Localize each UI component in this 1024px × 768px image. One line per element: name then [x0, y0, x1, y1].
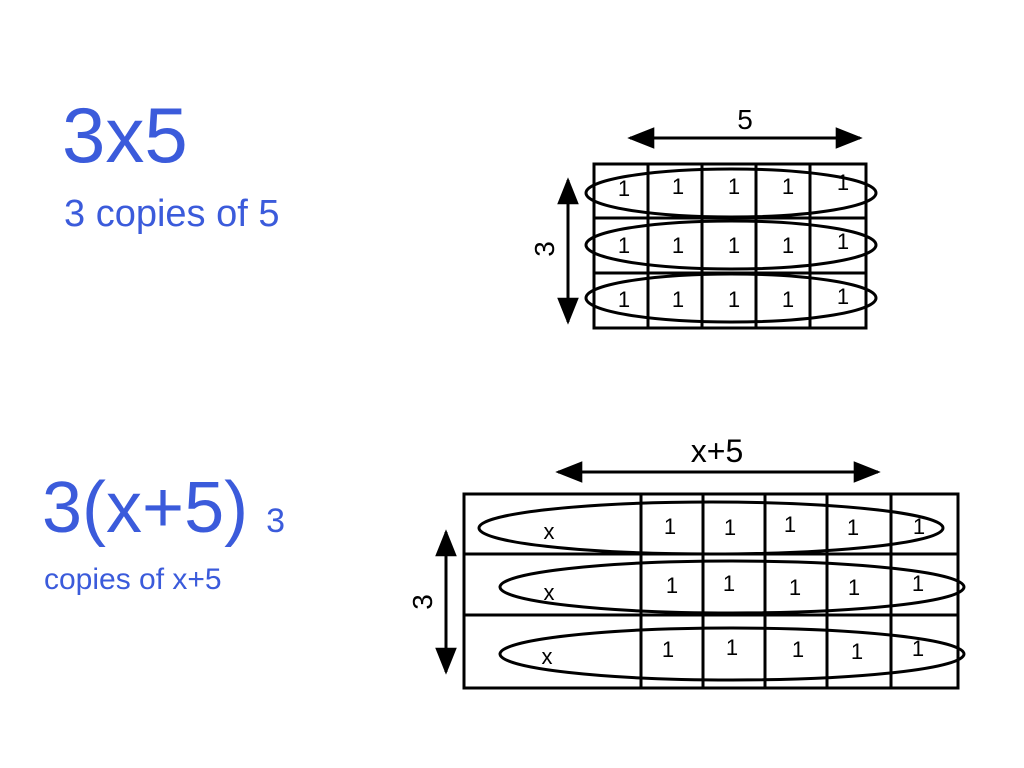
- top-cell-r2-c2: 1: [672, 233, 684, 258]
- top-height-label: 3: [529, 241, 560, 257]
- top-cell-r1-c4: 1: [782, 174, 794, 199]
- bottom-cell-r1-x: x: [544, 519, 555, 544]
- heading-3-x-plus-5-suffix: 3: [266, 502, 286, 540]
- bottom-row-3-group-ellipse: [498, 626, 966, 682]
- bottom-cell-r3-c4: 1: [792, 637, 804, 662]
- bottom-cell-r1-c6: 1: [913, 514, 925, 539]
- bottom-cell-r2-c4: 1: [789, 575, 801, 600]
- top-cell-r1-c2: 1: [672, 174, 684, 199]
- top-cell-r2-c3: 1: [728, 233, 740, 258]
- bottom-cell-r2-c5: 1: [848, 575, 860, 600]
- top-cell-r2-c4: 1: [782, 233, 794, 258]
- bottom-cell-r3-c3: 1: [726, 635, 738, 660]
- bottom-cell-r2-c3: 1: [723, 571, 735, 596]
- bottom-width-label: x+5: [691, 433, 743, 469]
- bottom-cell-r1-c3: 1: [724, 515, 736, 540]
- top-cell-r3-c2: 1: [672, 287, 684, 312]
- top-cell-r1-c3: 1: [728, 174, 740, 199]
- top-row-3-group-ellipse: [584, 272, 878, 324]
- bottom-grid-frame: [462, 492, 960, 690]
- top-cell-r3-c1: 1: [618, 287, 630, 312]
- top-width-label: 5: [737, 104, 753, 135]
- bottom-cell-r3-x: x: [542, 644, 553, 669]
- bottom-cell-r1-c2: 1: [664, 514, 676, 539]
- bottom-cell-r2-c6: 1: [912, 571, 924, 596]
- bottom-height-label: 3: [407, 594, 438, 610]
- heading-3x5: 3x5: [62, 91, 188, 179]
- bottom-cell-r3-c5: 1: [851, 639, 863, 664]
- bottom-cell-r1-c5: 1: [847, 515, 859, 540]
- top-cell-r3-c5: 1: [837, 284, 849, 309]
- top-grid-frame: [592, 162, 868, 330]
- top-row-2-group-ellipse: [584, 219, 878, 271]
- bottom-row-1-group-ellipse: [477, 500, 945, 556]
- bottom-row-2-group-ellipse: [498, 559, 966, 615]
- top-cell-r1-c1: 1: [618, 176, 630, 201]
- bottom-area-model: x+5 3 x 1 1 1 1 1 x 1 1 1 1 1 x 1 1 1 1 …: [407, 433, 966, 690]
- top-row-1-group-ellipse: [584, 167, 878, 219]
- bottom-cell-r2-c2: 1: [666, 573, 678, 598]
- top-area-model: 5 3 1 1 1 1 1 1 1 1 1 1 1 1 1 1 1: [529, 104, 878, 330]
- caption-3-copies-of-5: 3 copies of 5: [64, 193, 280, 235]
- top-cell-r2-c5: 1: [837, 229, 849, 254]
- heading-3-x-plus-5-main: 3(x+5): [42, 468, 249, 548]
- top-cell-r3-c4: 1: [782, 287, 794, 312]
- top-cell-r2-c1: 1: [618, 233, 630, 258]
- bottom-cell-r3-c2: 1: [662, 637, 674, 662]
- bottom-cell-r3-c6: 1: [912, 636, 924, 661]
- bottom-cell-r1-c4: 1: [784, 512, 796, 537]
- heading-3-x-plus-5: 3(x+5)3: [42, 472, 285, 544]
- top-cell-r3-c3: 1: [728, 287, 740, 312]
- bottom-cell-r2-x: x: [544, 580, 555, 605]
- caption-copies-of-x-plus-5: copies of x+5: [44, 563, 222, 596]
- top-cell-r1-c5: 1: [837, 170, 849, 195]
